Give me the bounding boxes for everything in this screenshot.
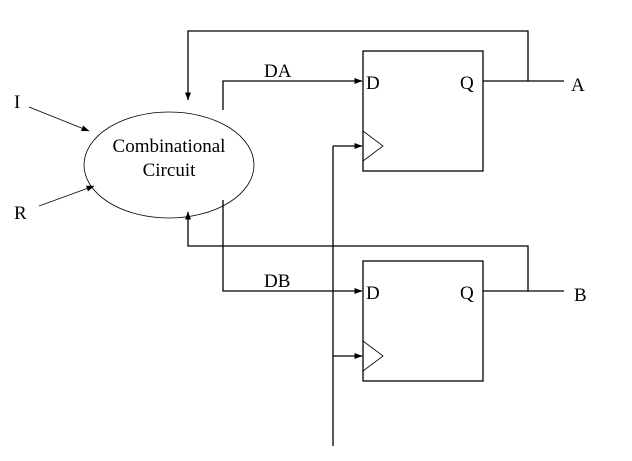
flip-flop-b: D Q <box>362 260 484 382</box>
da-label: DA <box>264 61 292 82</box>
flip-flop-b-d-label: D <box>366 283 380 304</box>
output-b-label: B <box>574 285 587 306</box>
flip-flop-b-q-label: Q <box>460 283 474 304</box>
flip-flop-a-box <box>362 50 484 172</box>
flip-flop-a-clock-triangle <box>362 130 384 162</box>
output-a-label: A <box>571 75 585 96</box>
flip-flop-b-clock-triangle <box>362 340 384 372</box>
input-i-label: I <box>14 92 20 113</box>
flip-flop-b-box <box>362 260 484 382</box>
flip-flop-a-q-label: Q <box>460 73 474 94</box>
feedback-b-wire <box>185 211 529 291</box>
combinational-circuit: Combinational Circuit <box>83 111 255 219</box>
flip-flop-a-d-label: D <box>366 73 380 94</box>
db-wire <box>222 200 363 294</box>
input-r-label: R <box>14 203 27 224</box>
combinational-ellipse <box>83 111 255 219</box>
input-r-arrow <box>38 185 95 207</box>
feedback-a-wire <box>185 30 529 101</box>
input-r: R <box>14 185 95 224</box>
combinational-label-line1: Combinational <box>113 136 226 157</box>
input-i-arrow <box>28 106 90 132</box>
input-i: I <box>14 92 90 132</box>
combinational-label-line2: Circuit <box>143 160 196 181</box>
da-wire <box>222 78 363 110</box>
flip-flop-a: D Q <box>362 50 484 172</box>
db-label: DB <box>264 271 290 292</box>
